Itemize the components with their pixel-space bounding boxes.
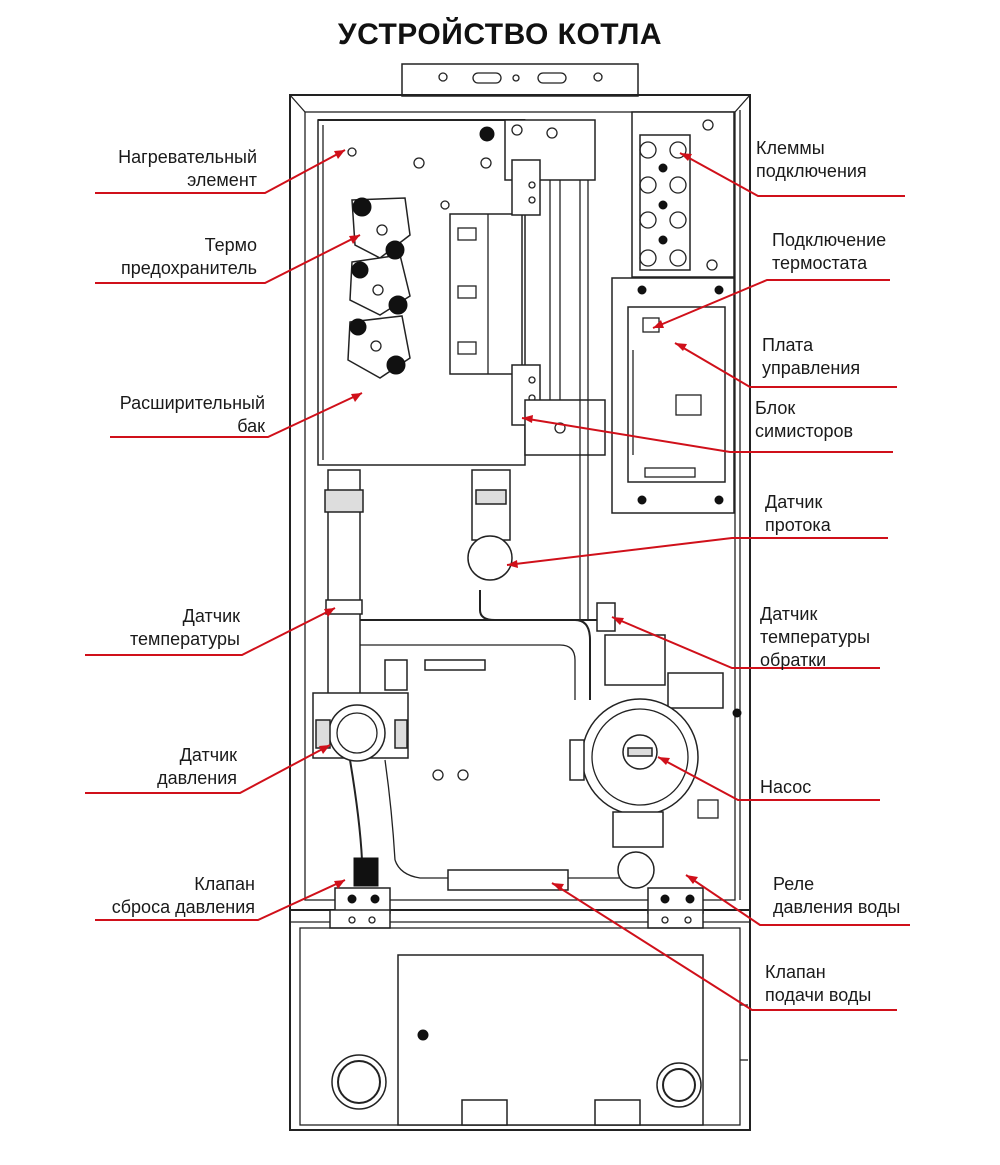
terminal-block (631, 111, 735, 278)
label-return-temperature-sensor: Датчик температуры обратки (760, 604, 871, 670)
leader-arrow (653, 320, 664, 328)
leader-arrow (507, 560, 518, 568)
leader-pump (657, 756, 880, 801)
leader-arrow (686, 875, 698, 884)
leader-control-board (674, 342, 897, 388)
thermal-fuses (347, 197, 411, 379)
leader-arrow (522, 415, 533, 423)
label-pump: Насос (760, 777, 812, 797)
label-pressure-sensor: Датчик давления (157, 745, 237, 788)
leader-arrow (334, 880, 345, 889)
leader-flow-sensor (506, 537, 888, 566)
leader-arrow (680, 153, 692, 161)
leader-arrow (334, 150, 345, 159)
leader-expansion-tank (110, 392, 363, 438)
leader-heating-element (95, 149, 346, 194)
label-connection-terminals: Клеммы подключения (756, 138, 867, 181)
label-flow-sensor: Датчик протока (765, 492, 831, 535)
leader-pressure-sensor (85, 744, 331, 794)
label-heating-element: Нагревательный элемент (118, 147, 257, 190)
leader-return-temperature-sensor (611, 616, 880, 669)
leader-temperature-sensor (85, 607, 336, 656)
leader-triac-block (521, 417, 893, 453)
heating-element-body (317, 119, 606, 620)
label-control-board: Плата управления (762, 335, 861, 378)
leader-connection-terminals (679, 152, 905, 197)
leader-water-supply-valve (551, 882, 897, 1011)
label-water-pressure-relay: Реле давления воды (773, 874, 901, 917)
lower-cover (299, 927, 748, 1126)
leader-lines (85, 149, 910, 1011)
bottom-fittings (329, 851, 704, 929)
label-expansion-tank: Расширительный бак (119, 393, 265, 436)
page-title: УСТРОЙСТВО КОТЛА (337, 18, 663, 51)
leader-arrow (612, 617, 624, 625)
label-thermal-fuse: Термо предохранитель (120, 235, 257, 278)
label-water-supply-valve: Клапан подачи воды (765, 962, 872, 1005)
control-board-body (611, 277, 735, 514)
label-triac-block: Блок симисторов (755, 398, 854, 441)
leader-thermal-fuse (95, 234, 361, 284)
label-pressure-relief-valve: Клапан сброса давления (111, 874, 255, 917)
pressure-sensor-block (312, 692, 469, 781)
leader-arrow (319, 745, 330, 754)
leader-arrow (349, 235, 360, 244)
mounting-bracket (401, 63, 639, 97)
leader-thermostat-connection (652, 279, 890, 329)
pump-body (569, 634, 724, 848)
leader-arrow (658, 757, 670, 765)
leader-arrow (552, 883, 564, 891)
boiler-housing (289, 94, 751, 1131)
label-thermostat-connection: Подключение термостата (772, 230, 887, 273)
leader-arrow (675, 343, 687, 351)
pipes (324, 469, 620, 891)
leader-water-pressure-relay (685, 874, 910, 926)
label-temperature-sensor: Датчик температуры (129, 606, 240, 649)
leader-pressure-relief-valve (95, 879, 346, 921)
leader-arrow (324, 608, 335, 617)
leader-arrow (351, 393, 362, 402)
